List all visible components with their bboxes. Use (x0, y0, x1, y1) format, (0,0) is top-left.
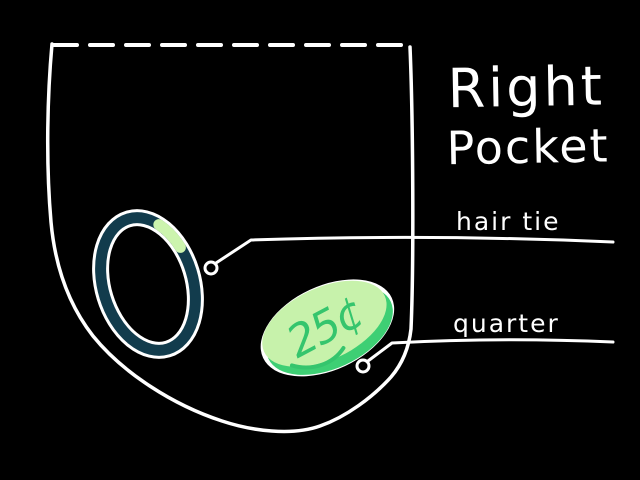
label-quarter: quarter (453, 309, 560, 338)
coin-flourish-stroke (289, 346, 346, 370)
hair-tie-band (95, 212, 201, 356)
label-hair-tie: hair tie (456, 207, 560, 236)
title-line-1: Right (447, 55, 605, 121)
quarter-callout-line (366, 338, 615, 363)
coin-face (262, 280, 387, 367)
hair-tie-accent-segment (153, 219, 186, 253)
quarter-coin: 25¢ (260, 279, 395, 377)
page-title: Right Pocket (446, 55, 610, 176)
pocket-outline (45, 42, 415, 434)
quarter-callout-dot (355, 358, 371, 374)
hair-tie (92, 209, 204, 359)
title-line-2: Pocket (446, 118, 610, 175)
hair-tie-callout-dot (203, 260, 219, 276)
hair-tie-callout-line (214, 235, 615, 265)
